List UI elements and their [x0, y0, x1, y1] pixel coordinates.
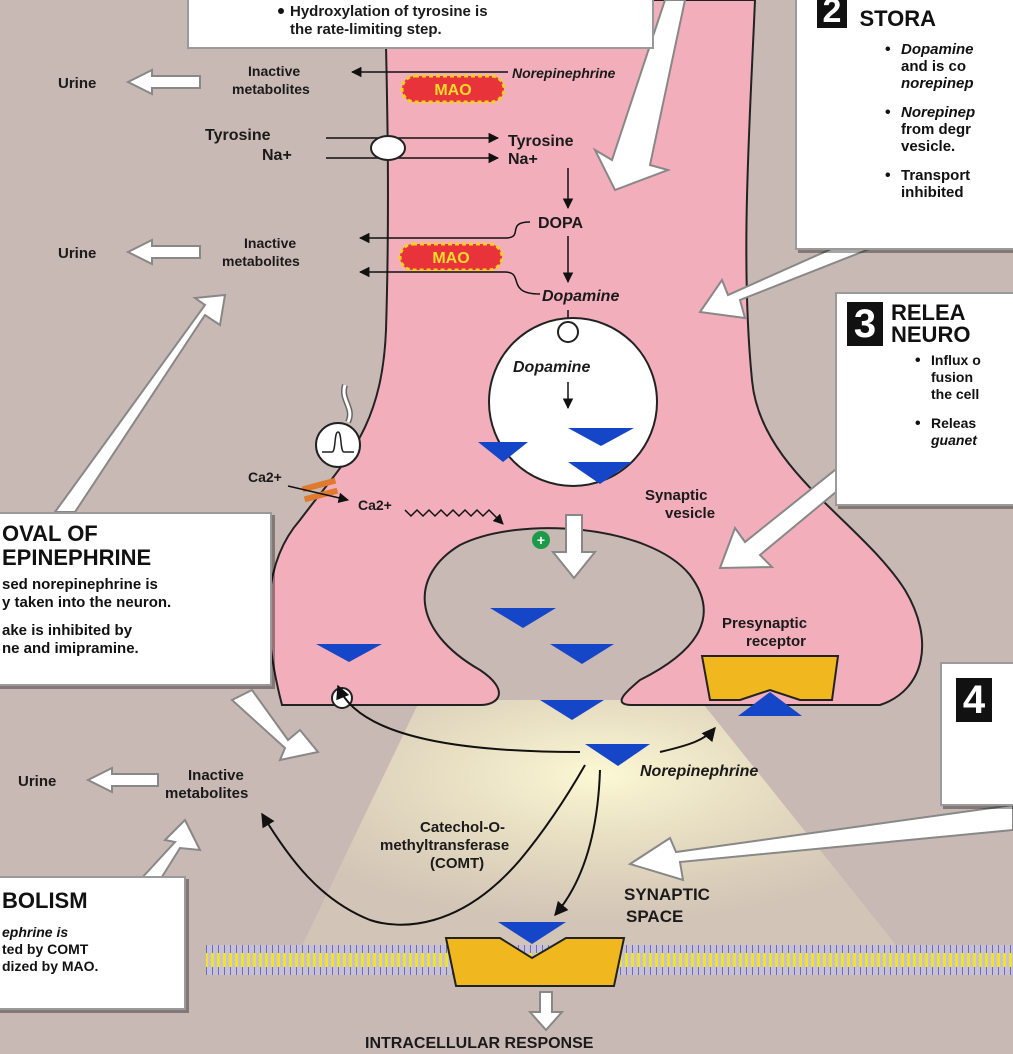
box-release: 3 RELEA NEURO Influx o fusion the cell R…	[835, 292, 1013, 506]
step-number-4: 4	[956, 678, 992, 722]
synaptic-vesicle	[489, 318, 657, 486]
box-step4: 4	[940, 662, 1013, 806]
box-uptake-storage: 2 STORA Dopamine and is co norepinep Nor…	[795, 0, 1013, 250]
synaptic-vesicle-line1: Synaptic	[645, 487, 708, 504]
inactive-1-line2: metabolites	[232, 81, 310, 97]
na-inside-label: Na+	[508, 151, 538, 168]
tyrosine-inside-label: Tyrosine	[508, 133, 574, 150]
intracellular-arrow	[530, 992, 562, 1030]
box3-bullet-1: Influx o fusion the cell	[931, 352, 1013, 403]
box2-heading: STORA	[851, 8, 936, 30]
inactive-2-line1: Inactive	[244, 235, 296, 251]
synaptic-space-line2: SPACE	[626, 907, 683, 926]
vesicle-transporter	[558, 322, 578, 342]
comt-line1: Catechol-O-	[420, 819, 505, 836]
comt-line3: (COMT)	[430, 855, 484, 872]
synaptic-space-line1: SYNAPTIC	[624, 885, 710, 904]
svg-text:+: +	[537, 532, 545, 548]
intracellular-response-label: INTRACELLULAR RESPONSE	[365, 1035, 594, 1052]
urine-label-2: Urine	[58, 245, 96, 262]
urine-arrow-1	[128, 70, 200, 94]
removal-heading-line1: OVAL OF	[2, 521, 98, 546]
tyrosine-transporter	[371, 136, 405, 160]
box2-bullet-3: Transport inhibited	[901, 167, 1013, 201]
ca-inside-label: Ca2+	[358, 497, 392, 513]
box-metabolism: BOLISM ephrine is ted by COMT dized by M…	[0, 876, 186, 1010]
bullet-dot	[278, 8, 284, 14]
box3-bullet-2: Releas guanet	[931, 415, 1013, 449]
urine-arrow-3	[88, 768, 158, 792]
reuptake-transporter	[332, 688, 352, 708]
metabolism-heading: BOLISM	[0, 878, 184, 912]
mao-badge-1: MAO	[402, 76, 504, 102]
step-number-2: 2	[817, 0, 847, 28]
na-outside-label: Na+	[262, 147, 292, 164]
mao-label-2: MAO	[432, 250, 469, 267]
top-box-bullet-line2: the rate-limiting step.	[290, 21, 442, 38]
comt-line2: methyltransferase	[380, 837, 509, 854]
metabolism-line1: ephrine is	[2, 924, 68, 940]
vesicle-dopamine-label: Dopamine	[513, 359, 590, 376]
urine-label-1: Urine	[58, 75, 96, 92]
norepinephrine-synapse-label: Norepinephrine	[640, 763, 758, 780]
ca-outside-label: Ca2+	[248, 469, 282, 485]
synaptic-vesicle-line2: vesicle	[665, 505, 715, 522]
box-removal: OVAL OF EPINEPHRINE sed norepinephrine i…	[0, 512, 272, 686]
inactive-3-line1: Inactive	[188, 767, 244, 784]
action-potential-icon	[316, 423, 360, 467]
inactive-3-line2: metabolites	[165, 785, 248, 802]
dopa-label: DOPA	[538, 215, 583, 232]
urine-arrow-2	[128, 240, 200, 264]
top-box-bullet-line1: Hydroxylation of tyrosine is	[290, 3, 488, 20]
synaptic-space-glow	[300, 700, 900, 950]
norepinephrine-top-label: Norepinephrine	[512, 65, 616, 81]
urine-label-3: Urine	[18, 773, 56, 790]
box3-heading-line2: NEURO	[891, 322, 970, 347]
dopamine-label: Dopamine	[542, 288, 619, 305]
arrow-metabolism-up	[140, 820, 200, 880]
inactive-1-line1: Inactive	[248, 63, 300, 79]
removal-bullet-1: sed norepinephrine is y taken into the n…	[2, 576, 270, 612]
mao-badge-2: MAO	[400, 244, 502, 270]
inactive-2-line2: metabolites	[222, 253, 300, 269]
box2-bullet-1: Dopamine and is co norepinep	[901, 41, 1013, 92]
presynaptic-line2: receptor	[746, 633, 806, 650]
metabolism-line2: ted by COMT	[2, 941, 88, 957]
removal-bullet-2: ake is inhibited by ne and imipramine.	[2, 622, 270, 658]
tyrosine-outside-label: Tyrosine	[205, 127, 271, 144]
box2-bullet-2: Norepinep from degr vesicle.	[901, 104, 1013, 155]
step-number-3: 3	[847, 302, 883, 346]
removal-heading-line2: EPINEPHRINE	[2, 545, 151, 570]
arrow-removal-up	[55, 295, 225, 512]
presynaptic-line1: Presynaptic	[722, 615, 807, 632]
metabolism-line3: dized by MAO.	[2, 958, 98, 974]
mao-label-1: MAO	[434, 82, 471, 99]
